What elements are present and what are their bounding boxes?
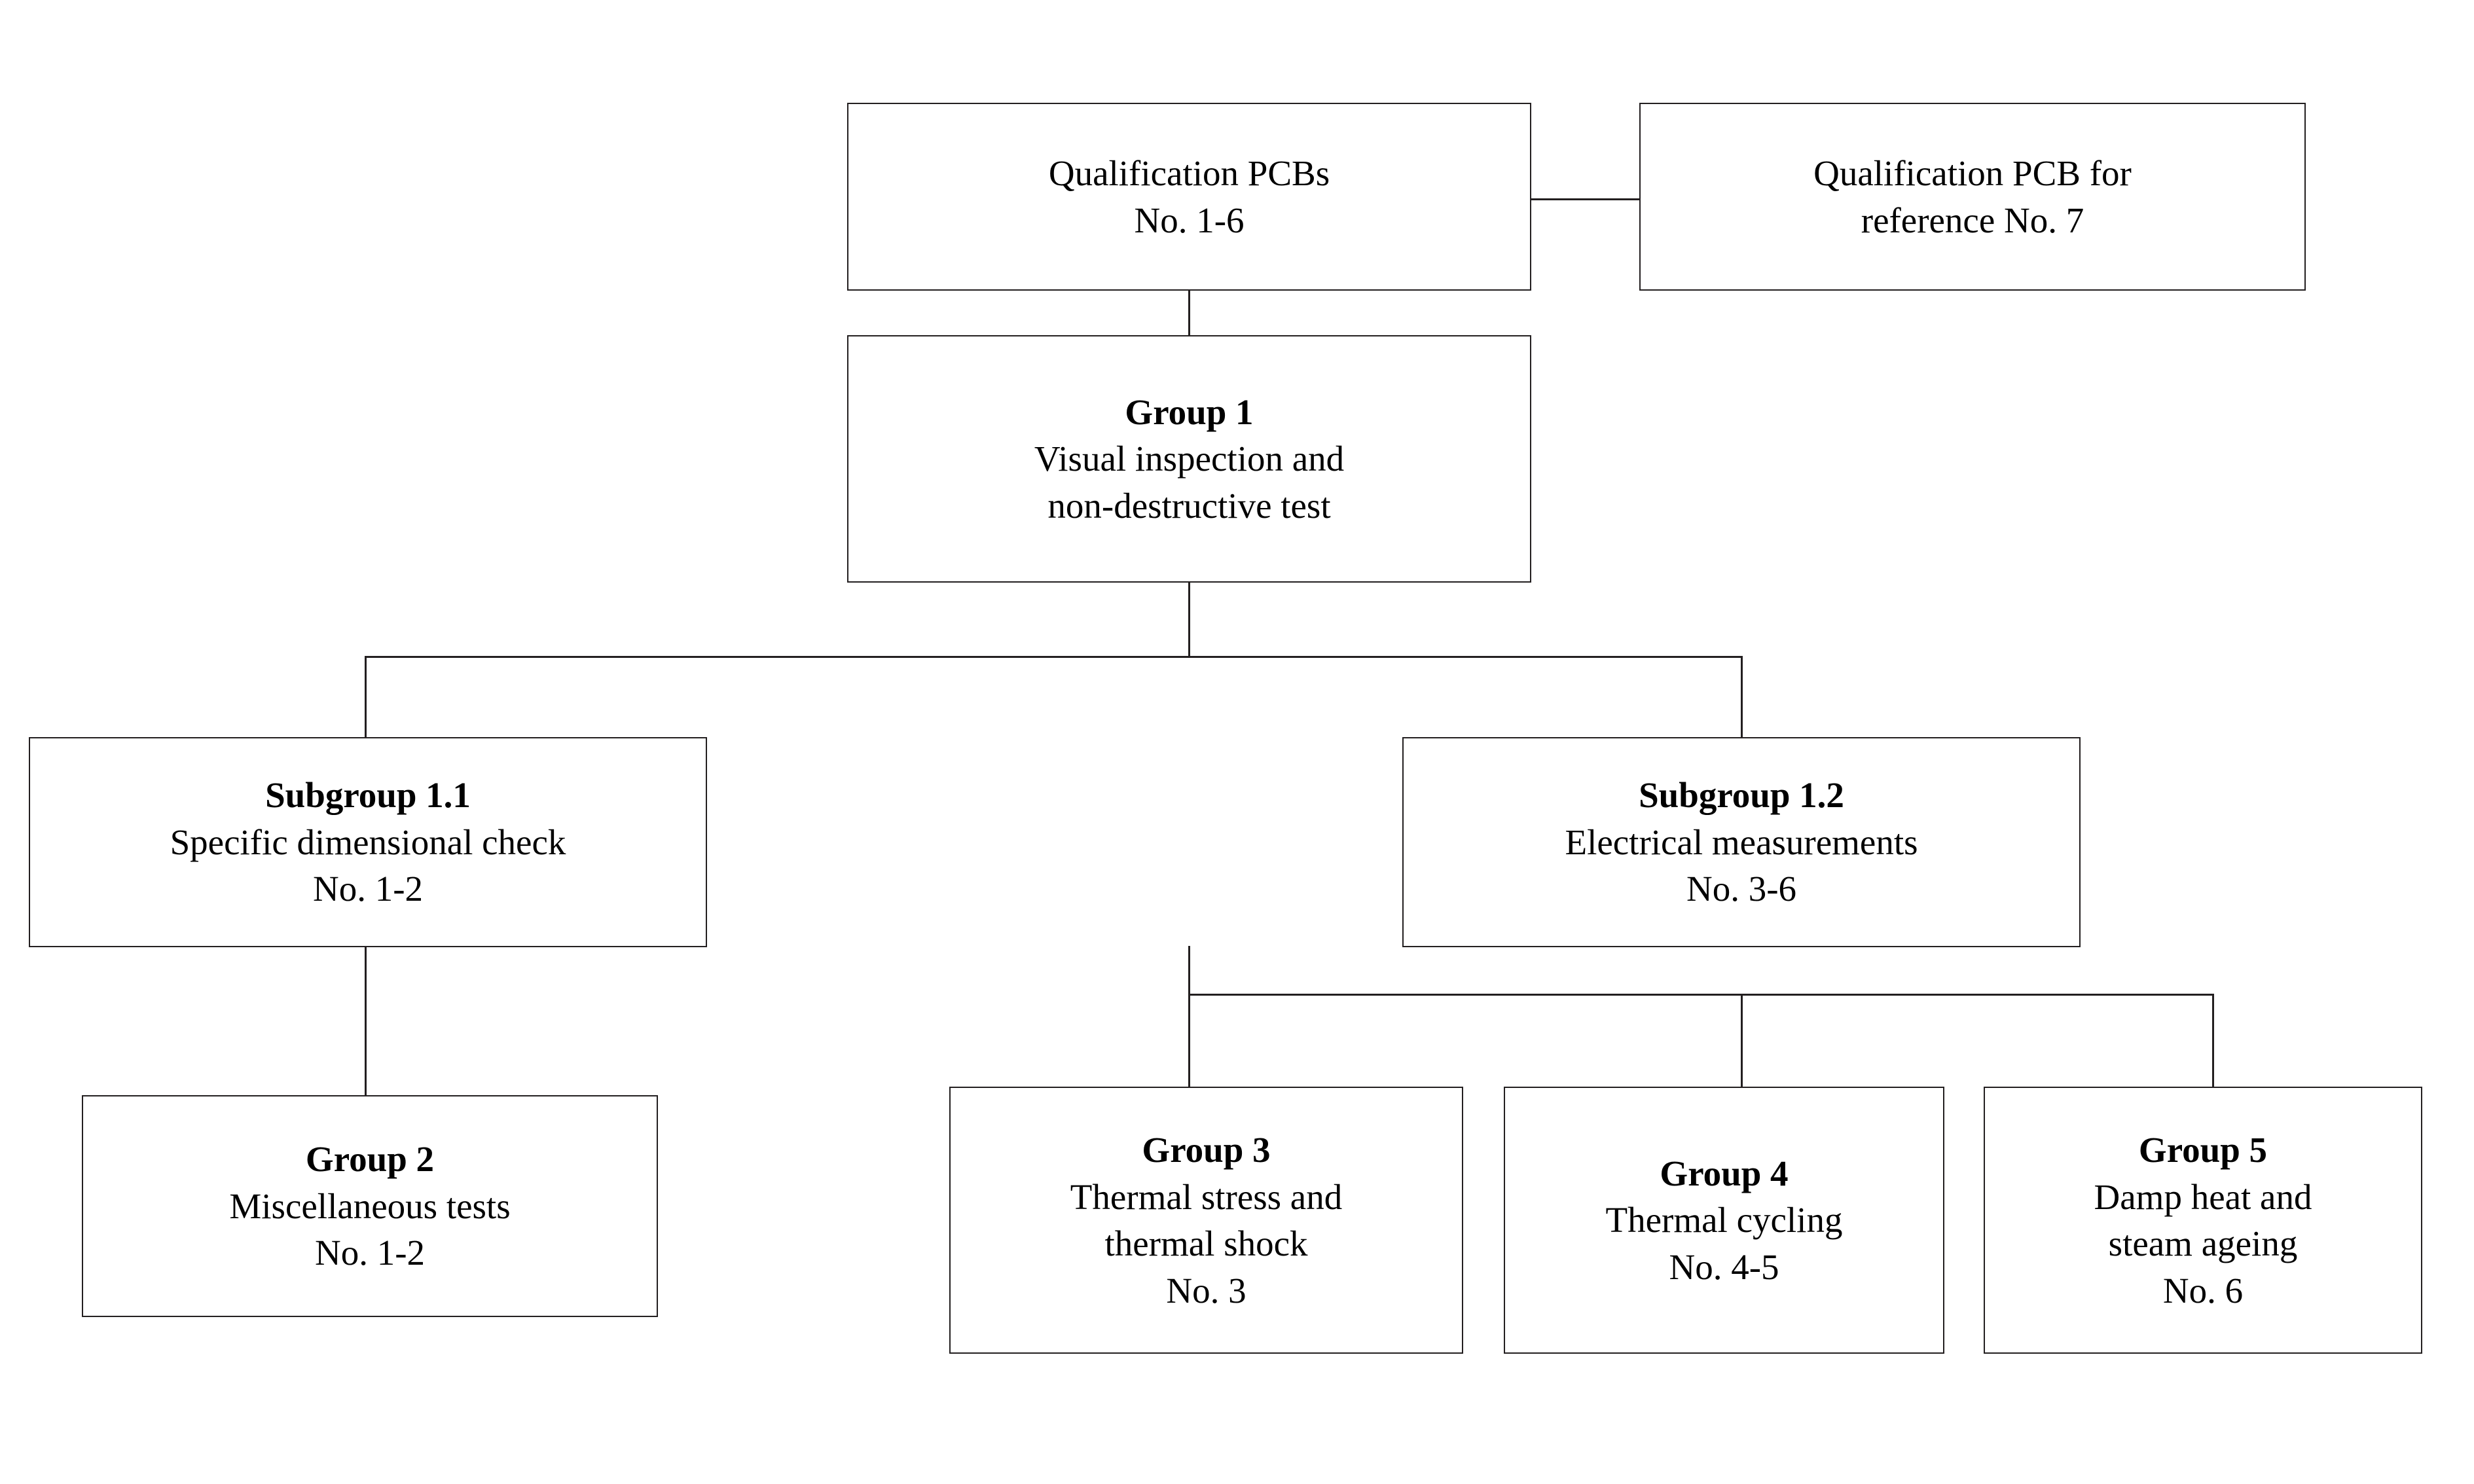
node-group5-line2: steam ageing [2108,1223,2298,1263]
node-group4[interactable]: Group 4 Thermal cycling No. 4-5 [1504,1087,1944,1354]
edge-subgroup12-split-bar [1188,994,2214,996]
node-qualification-pcb-reference-line2: reference No. 7 [1861,200,2084,240]
node-subgroup-1-2-line1: Electrical measurements [1565,822,1918,862]
edge-drop-to-subgroup11 [365,656,367,738]
node-group3-title: Group 3 [1142,1130,1271,1170]
node-group5[interactable]: Group 5 Damp heat and steam ageing No. 6 [1984,1087,2422,1354]
edge-subgroup12-stem [1188,946,1190,995]
edge-subgroup11-to-group2 [365,946,367,1096]
node-group3-line2: thermal shock [1104,1223,1308,1263]
node-group2-title: Group 2 [305,1139,435,1180]
node-group2[interactable]: Group 2 Miscellaneous tests No. 1-2 [82,1095,658,1317]
node-qualification-pcb-reference[interactable]: Qualification PCB for reference No. 7 [1639,103,2306,291]
node-group5-line3: No. 6 [2162,1270,2244,1311]
node-qualification-pcbs-line2: No. 1-6 [1134,200,1245,240]
node-group3-line3: No. 3 [1166,1270,1246,1311]
node-group3-line1: Thermal stress and [1070,1176,1343,1217]
edge-group1-stem [1188,581,1190,658]
edge-drop-to-group3 [1188,994,1190,1088]
node-group2-line2: No. 1-2 [314,1233,426,1273]
node-subgroup-1-2-title: Subgroup 1.2 [1639,775,1844,816]
node-group5-title: Group 5 [2138,1130,2268,1170]
edge-group1-split-bar [365,656,1743,658]
node-group1-line1: Visual inspection and [1034,439,1345,479]
node-subgroup-1-1[interactable]: Subgroup 1.1 Specific dimensional check … [29,737,707,947]
node-group1-title: Group 1 [1125,391,1254,432]
node-subgroup-1-1-title: Subgroup 1.1 [265,775,471,816]
node-group4-line1: Thermal cycling [1605,1200,1843,1240]
node-subgroup-1-2-line2: No. 3-6 [1686,869,1797,909]
node-qualification-pcb-reference-line1: Qualification PCB for [1813,153,2132,193]
node-subgroup-1-2[interactable]: Subgroup 1.2 Electrical measurements No.… [1402,737,2081,947]
node-group2-line1: Miscellaneous tests [229,1185,511,1226]
edge-drop-to-group5 [2212,994,2214,1088]
edge-drop-to-group4 [1741,994,1743,1088]
node-group3[interactable]: Group 3 Thermal stress and thermal shock… [949,1087,1463,1354]
node-qualification-pcbs[interactable]: Qualification PCBs No. 1-6 [847,103,1531,291]
node-subgroup-1-1-line2: No. 1-2 [312,869,424,909]
node-group4-line2: No. 4-5 [1669,1246,1779,1287]
node-group5-line1: Damp heat and [2094,1176,2312,1217]
node-subgroup-1-1-line1: Specific dimensional check [170,822,566,862]
edge-pcbs-to-group1 [1188,289,1190,336]
edge-pcbs-to-reference [1530,198,1641,200]
node-group1-line2: non-destructive test [1047,485,1331,526]
node-group4-title: Group 4 [1660,1153,1789,1193]
node-group1[interactable]: Group 1 Visual inspection and non-destru… [847,335,1531,583]
node-qualification-pcbs-line1: Qualification PCBs [1048,153,1330,193]
edge-drop-to-subgroup12 [1741,656,1743,738]
